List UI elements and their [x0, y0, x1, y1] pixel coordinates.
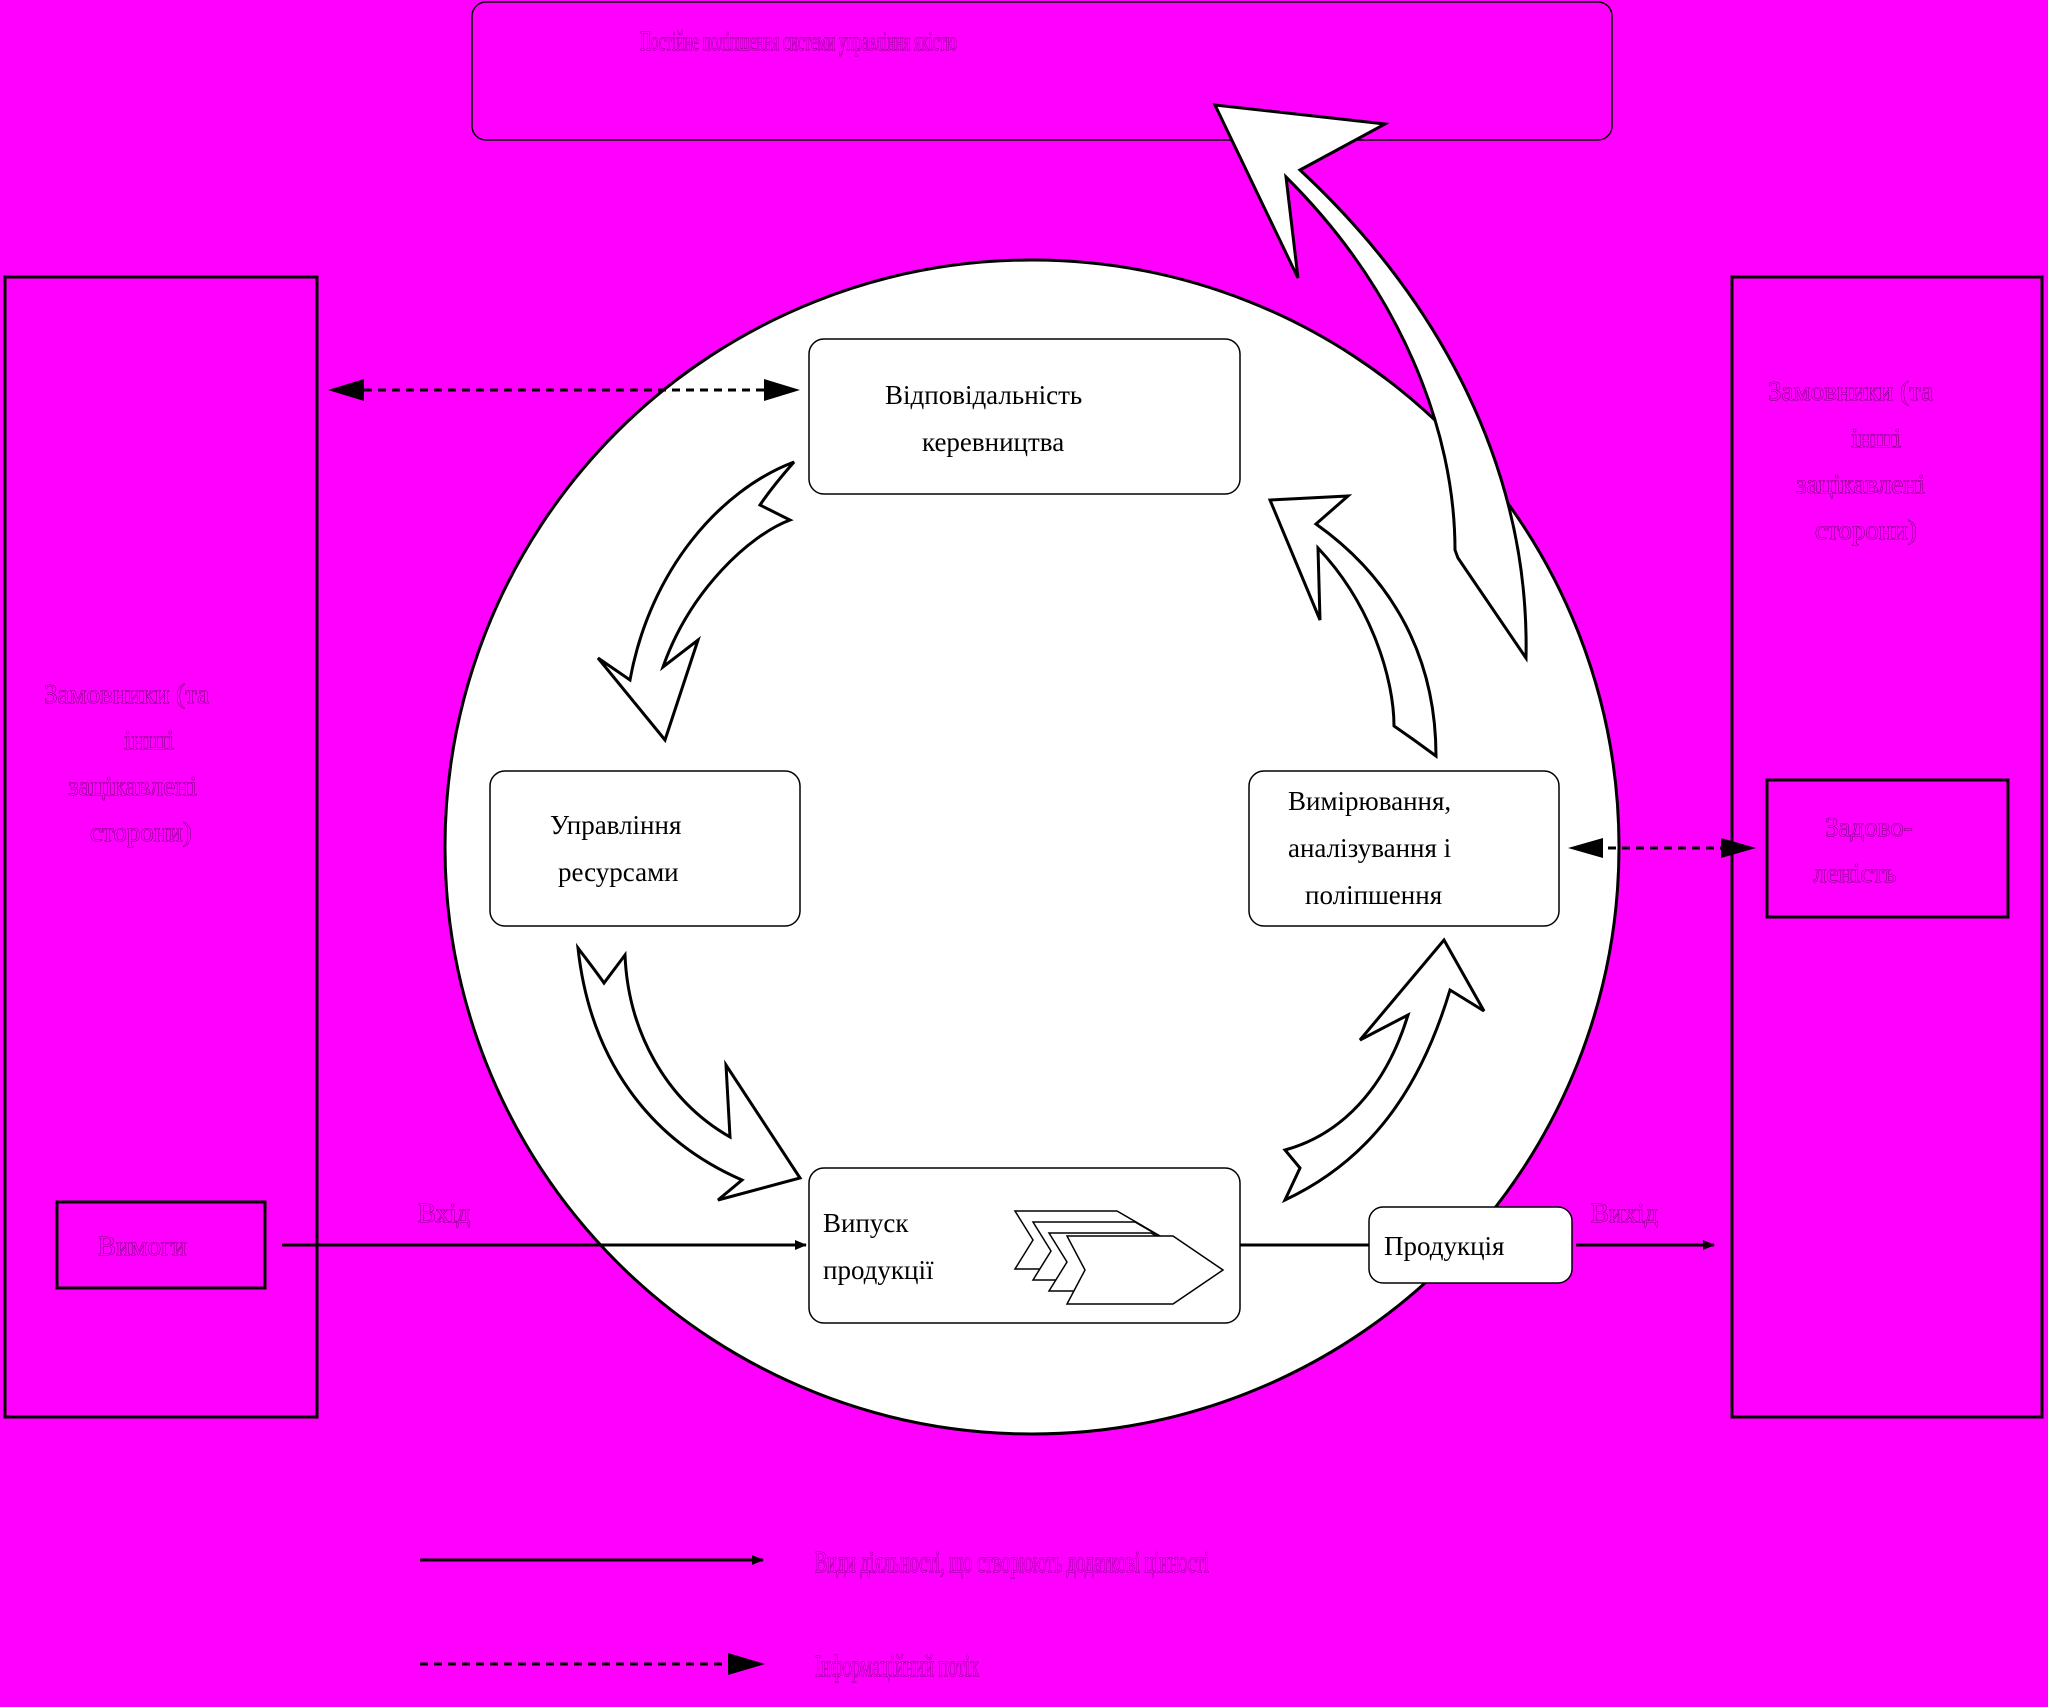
continuous-improvement-title: Постійне поліпшення системи управління я…: [640, 26, 957, 56]
svg-text:Випуск: Випуск: [823, 1208, 909, 1238]
svg-text:Задово-: Задово-: [1825, 812, 1913, 842]
product-label: Продукція: [1384, 1231, 1504, 1261]
satisfaction-box: [1765, 778, 2010, 919]
satisfaction-label: Задово- леність: [1813, 812, 1913, 889]
svg-text:зацікавлені: зацікавлені: [68, 771, 197, 801]
management-info-flow-arrow: [328, 379, 800, 401]
svg-text:сторони): сторони): [1815, 515, 1917, 545]
cycle-arrow-measurement-to-management: [1267, 494, 1438, 759]
svg-text:Замовники (та: Замовники (та: [1768, 376, 1933, 406]
svg-text:поліпшення: поліпшення: [1305, 880, 1442, 910]
management-responsibility-box: [808, 338, 1241, 495]
svg-text:керевництва: керевництва: [922, 427, 1064, 457]
continuous-improvement-box: [471, 1, 1613, 141]
svg-text:зацікавлені: зацікавлені: [1796, 469, 1925, 499]
cycle-arrow-resources-to-production: [575, 942, 803, 1202]
product-realization-label: Випуск продукції: [823, 1208, 934, 1285]
cycle-arrow-management-to-resources: [596, 460, 796, 744]
management-responsibility-label: Відповідальність керевництва: [885, 380, 1082, 457]
right-customers-title: Замовники (та інші зацікавлені сторони): [1768, 376, 1934, 546]
svg-text:леність: леність: [1813, 858, 1897, 888]
resource-management-box: [489, 770, 801, 927]
svg-text:Вимірювання,: Вимірювання,: [1288, 786, 1451, 816]
svg-text:Відповідальність: Відповідальність: [885, 380, 1082, 410]
svg-text:продукції: продукції: [823, 1255, 934, 1285]
measurement-analysis-label: Вимірювання, аналізування і поліпшення: [1288, 786, 1451, 910]
svg-text:Управління: Управління: [550, 810, 681, 840]
legend-dashed-arrow: [420, 1653, 765, 1675]
process-chevrons-icon: [1013, 1210, 1225, 1305]
output-label: Вихід: [1591, 1198, 1658, 1228]
requirements-label: Вимоги: [98, 1231, 187, 1261]
svg-text:аналізування і: аналізування і: [1288, 833, 1451, 863]
svg-text:Замовники (та: Замовники (та: [44, 679, 209, 709]
left-customers-panel: [3, 275, 319, 1419]
resource-management-label: Управління ресурсами: [550, 810, 681, 887]
svg-text:інші: інші: [1851, 423, 1901, 453]
legend: Види діяльності, що створюють додаткові …: [420, 1544, 1210, 1683]
requirements-box: [55, 1200, 267, 1290]
svg-text:інші: інші: [124, 725, 174, 755]
input-label: Вхід: [418, 1198, 471, 1228]
legend-value-activities-label: Види діяльності, що створюють додаткові …: [815, 1544, 1209, 1579]
measurement-analysis-box: [1248, 770, 1560, 927]
satisfaction-info-flow-arrow: [1568, 838, 1756, 858]
svg-text:сторони): сторони): [90, 817, 192, 847]
left-customers-title: Замовники (та інші зацікавлені сторони): [44, 679, 210, 848]
cycle-arrow-production-to-measurement: [1281, 937, 1486, 1204]
legend-information-flow-label: Інформаційний потік: [815, 1648, 980, 1683]
svg-text:ресурсами: ресурсами: [558, 857, 679, 887]
continuous-improvement-arrow: [1212, 103, 1528, 663]
